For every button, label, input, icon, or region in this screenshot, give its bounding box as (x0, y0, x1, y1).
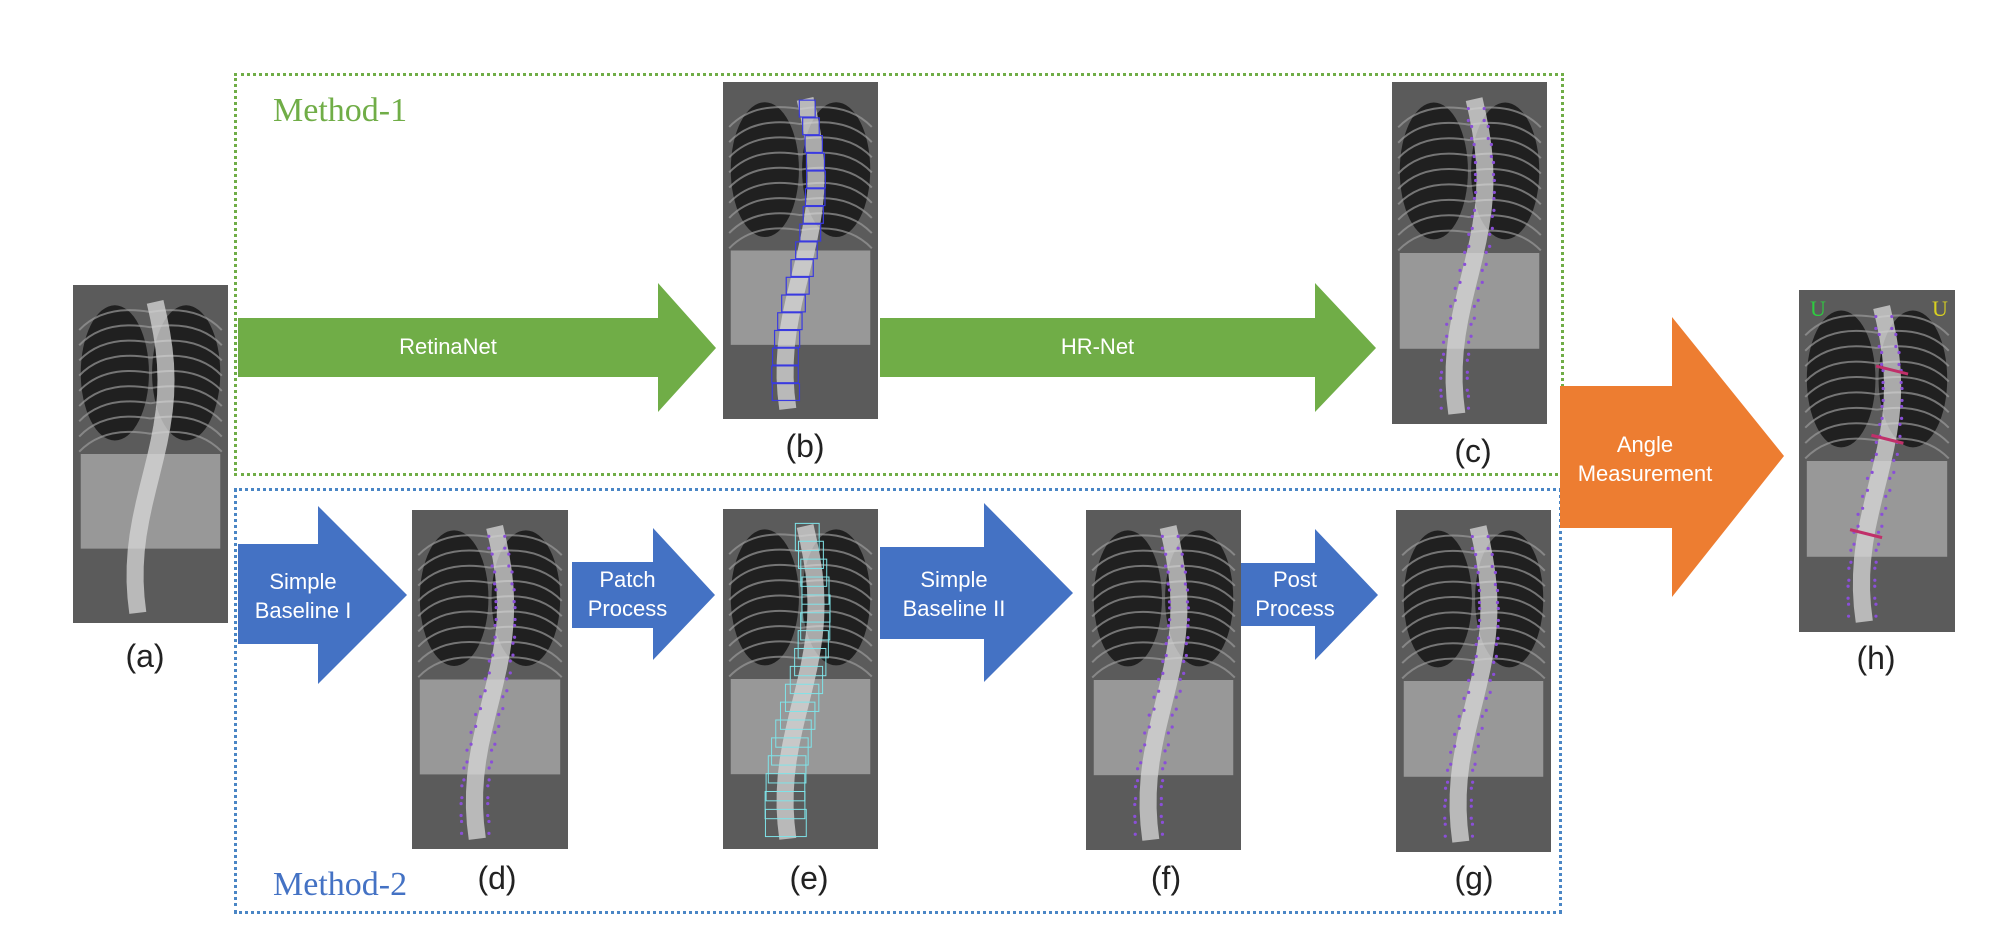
xray-image-a (73, 285, 228, 623)
angle-measurement-arrow (1560, 317, 1784, 597)
xray-image-b (723, 82, 878, 419)
xray-image-h (1799, 290, 1955, 632)
image-h-mark-left: U (1810, 296, 1826, 321)
xray-image-e (723, 509, 878, 849)
xray-image-f (1086, 510, 1241, 850)
caption-g: (g) (1454, 860, 1494, 896)
caption-e: (e) (789, 860, 829, 896)
caption-b: (b) (785, 428, 825, 464)
method-1-group (234, 73, 1564, 476)
patch-process-arrow (572, 528, 715, 660)
caption-f: (f) (1150, 860, 1182, 896)
method-2-group (234, 488, 1562, 914)
simple-baseline-2-arrow (880, 503, 1073, 682)
method-1-label: Method-1 (273, 92, 408, 129)
hrnet-label: HR-Net (1060, 334, 1135, 359)
xray-image-g (1396, 510, 1551, 852)
retinanet-label: RetinaNet (399, 334, 497, 359)
image-h-mark-right: U (1932, 296, 1948, 321)
retinanet-arrow (238, 283, 716, 412)
caption-a: (a) (125, 638, 165, 674)
caption-h: (h) (1856, 640, 1896, 676)
caption-c: (c) (1454, 433, 1492, 469)
caption-d: (d) (477, 860, 517, 896)
xray-image-d (412, 510, 568, 849)
xray-image-c (1392, 82, 1547, 424)
post-process-arrow (1239, 529, 1378, 660)
hrnet-arrow (880, 283, 1376, 412)
method-2-label: Method-2 (273, 866, 408, 903)
simple-baseline-1-arrow (238, 506, 407, 684)
